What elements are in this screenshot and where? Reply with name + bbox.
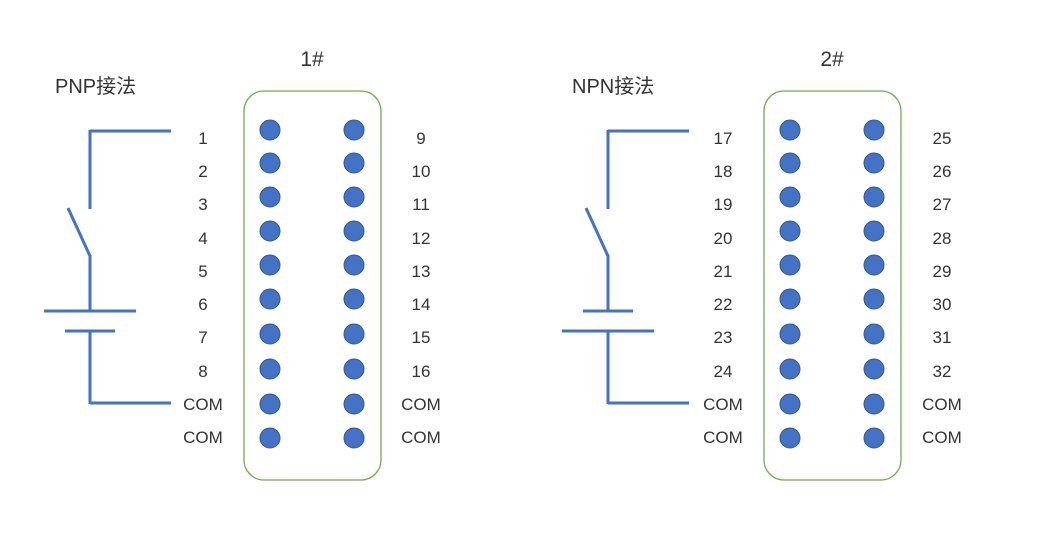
pin-label-right: 15 xyxy=(412,328,431,347)
terminal-pin-left-3 xyxy=(779,186,801,208)
switch-lever xyxy=(584,207,610,257)
switch-lever xyxy=(66,207,92,257)
terminal-pin-left-1 xyxy=(779,119,801,141)
pin-label-right: 26 xyxy=(933,162,952,181)
pin-label-right: 13 xyxy=(412,262,431,281)
pin-label-right: 16 xyxy=(412,362,431,381)
terminal-block-title: 1# xyxy=(300,48,324,71)
pin-label-left: COM xyxy=(703,428,743,447)
pin-label-right: 12 xyxy=(412,229,431,248)
terminal-pin-right-10 xyxy=(343,427,365,449)
terminal-pin-right-9 xyxy=(343,393,365,415)
terminal-pin-right-1 xyxy=(343,119,365,141)
terminal-pin-left-3 xyxy=(259,186,281,208)
terminal-pin-right-3 xyxy=(863,186,885,208)
terminal-pin-right-7 xyxy=(863,323,885,345)
terminal-pin-left-4 xyxy=(779,220,801,242)
pin-label-left: COM xyxy=(183,395,223,414)
pin-label-right: 9 xyxy=(416,129,425,148)
terminal-pin-left-7 xyxy=(779,323,801,345)
pin-label-right: COM xyxy=(922,395,962,414)
terminal-pin-left-5 xyxy=(779,254,801,276)
pin-label-left: 21 xyxy=(714,262,733,281)
pin-label-left: 3 xyxy=(198,195,207,214)
pin-label-right: 31 xyxy=(933,328,952,347)
pin-label-left: COM xyxy=(703,395,743,414)
pin-label-right: 29 xyxy=(933,262,952,281)
pin-label-left: 5 xyxy=(198,262,207,281)
pin-label-right: 10 xyxy=(412,162,431,181)
pin-label-right: COM xyxy=(401,428,441,447)
pin-label-left: COM xyxy=(183,428,223,447)
terminal-pin-left-2 xyxy=(259,152,281,174)
wiring-mode-title: NPN接法 xyxy=(572,75,654,98)
pin-label-right: 32 xyxy=(933,362,952,381)
terminal-pin-right-8 xyxy=(863,358,885,380)
terminal-block-title: 2# xyxy=(820,48,844,71)
terminal-pin-right-5 xyxy=(863,254,885,276)
pin-label-left: 4 xyxy=(198,229,207,248)
pin-label-right: 27 xyxy=(933,195,952,214)
wiring-mode-title: PNP接法 xyxy=(55,75,136,98)
pin-label-left: 19 xyxy=(714,195,733,214)
terminal-pin-left-2 xyxy=(779,152,801,174)
terminal-pin-right-6 xyxy=(863,288,885,310)
terminal-pin-right-10 xyxy=(863,427,885,449)
terminal-pin-right-5 xyxy=(343,254,365,276)
terminal-pin-left-10 xyxy=(779,427,801,449)
terminal-pin-right-2 xyxy=(863,152,885,174)
terminal-pin-left-8 xyxy=(259,358,281,380)
pin-label-right: COM xyxy=(922,428,962,447)
terminal-pin-right-8 xyxy=(343,358,365,380)
terminal-pin-left-9 xyxy=(259,393,281,415)
terminal-block-frame xyxy=(243,90,382,481)
terminal-block-frame xyxy=(763,90,902,481)
pin-label-right: 11 xyxy=(412,195,430,214)
pin-label-left: 7 xyxy=(198,328,207,347)
terminal-pin-left-10 xyxy=(259,427,281,449)
terminal-pin-right-6 xyxy=(343,288,365,310)
terminal-pin-left-4 xyxy=(259,220,281,242)
pin-label-left: 20 xyxy=(714,229,733,248)
pin-label-left: 17 xyxy=(714,129,733,148)
terminal-pin-right-3 xyxy=(343,186,365,208)
pin-label-left: 6 xyxy=(198,295,207,314)
pin-label-left: 1 xyxy=(198,129,207,148)
terminal-pin-left-9 xyxy=(779,393,801,415)
terminal-pin-right-4 xyxy=(863,220,885,242)
terminal-pin-left-6 xyxy=(259,288,281,310)
pin-label-right: 14 xyxy=(412,295,431,314)
pin-label-right: 28 xyxy=(933,229,952,248)
pin-label-right: COM xyxy=(401,395,441,414)
terminal-pin-right-7 xyxy=(343,323,365,345)
pin-label-right: 25 xyxy=(933,129,952,148)
terminal-pin-left-7 xyxy=(259,323,281,345)
terminal-pin-left-6 xyxy=(779,288,801,310)
pin-label-left: 22 xyxy=(714,295,733,314)
pin-label-left: 18 xyxy=(714,162,733,181)
pin-label-left: 24 xyxy=(714,362,733,381)
terminal-pin-right-2 xyxy=(343,152,365,174)
terminal-pin-right-1 xyxy=(863,119,885,141)
pin-label-left: 23 xyxy=(714,328,733,347)
pin-label-left: 2 xyxy=(198,162,207,181)
terminal-pin-left-1 xyxy=(259,119,281,141)
terminal-pin-right-9 xyxy=(863,393,885,415)
terminal-pin-left-5 xyxy=(259,254,281,276)
terminal-pin-right-4 xyxy=(343,220,365,242)
terminal-pin-left-8 xyxy=(779,358,801,380)
pin-label-right: 30 xyxy=(933,295,952,314)
pin-label-left: 8 xyxy=(198,362,207,381)
